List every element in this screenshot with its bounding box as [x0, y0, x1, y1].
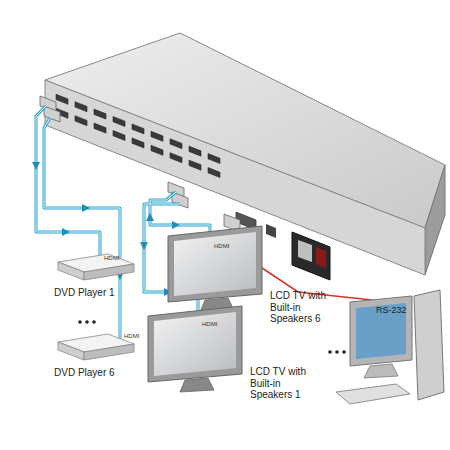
device-label: LCD TV with Built-in Speakers 6 — [270, 290, 340, 325]
device-name: DVD Player 6 — [54, 367, 144, 379]
computer — [336, 290, 444, 404]
dvd-player — [58, 334, 134, 360]
hdmi-port — [94, 123, 106, 133]
hdmi-port — [113, 131, 125, 141]
device-name: DVD Player 1 — [54, 287, 144, 299]
port-label: RS-232 — [376, 306, 407, 315]
hdmi-port — [208, 168, 220, 178]
cable-label: HDMI — [202, 321, 217, 327]
hdmi-cable-core — [36, 106, 210, 340]
hdmi-port — [151, 131, 163, 141]
device-name: LCD TV with Built-in Speakers 6 — [270, 290, 340, 325]
hdmi-port — [132, 124, 144, 134]
hdmi-port — [113, 117, 125, 127]
hdmi-port — [189, 146, 201, 156]
lcd-tv — [168, 226, 262, 312]
hdmi-port — [151, 145, 163, 155]
hdmi-port — [208, 154, 220, 164]
device-label: LCD TV with Built-in Speakers 1 — [250, 366, 320, 401]
hdmi-port — [170, 139, 182, 149]
hdmi-port — [56, 94, 68, 104]
device-label: DVD Player 6 — [54, 367, 144, 379]
hdmi-port — [132, 138, 144, 148]
hdmi-port — [189, 160, 201, 170]
lcd-tv — [148, 306, 242, 392]
cable-label: HDMI — [214, 243, 229, 249]
hdmi-cable — [36, 106, 210, 340]
device-name: LCD TV with Built-in Speakers 1 — [250, 366, 320, 401]
signal-arrow — [32, 162, 180, 296]
device-label: DVD Player 1 — [54, 287, 144, 299]
hdmi-port — [75, 102, 87, 112]
dvd-player — [58, 254, 134, 280]
hdmi-port — [94, 109, 106, 119]
hdmi-port — [170, 153, 182, 163]
hdmi-plug — [40, 96, 240, 232]
cable-label: HDMI — [124, 333, 139, 339]
hdmi-port — [75, 116, 87, 126]
cable-label: HDMI — [104, 255, 119, 261]
